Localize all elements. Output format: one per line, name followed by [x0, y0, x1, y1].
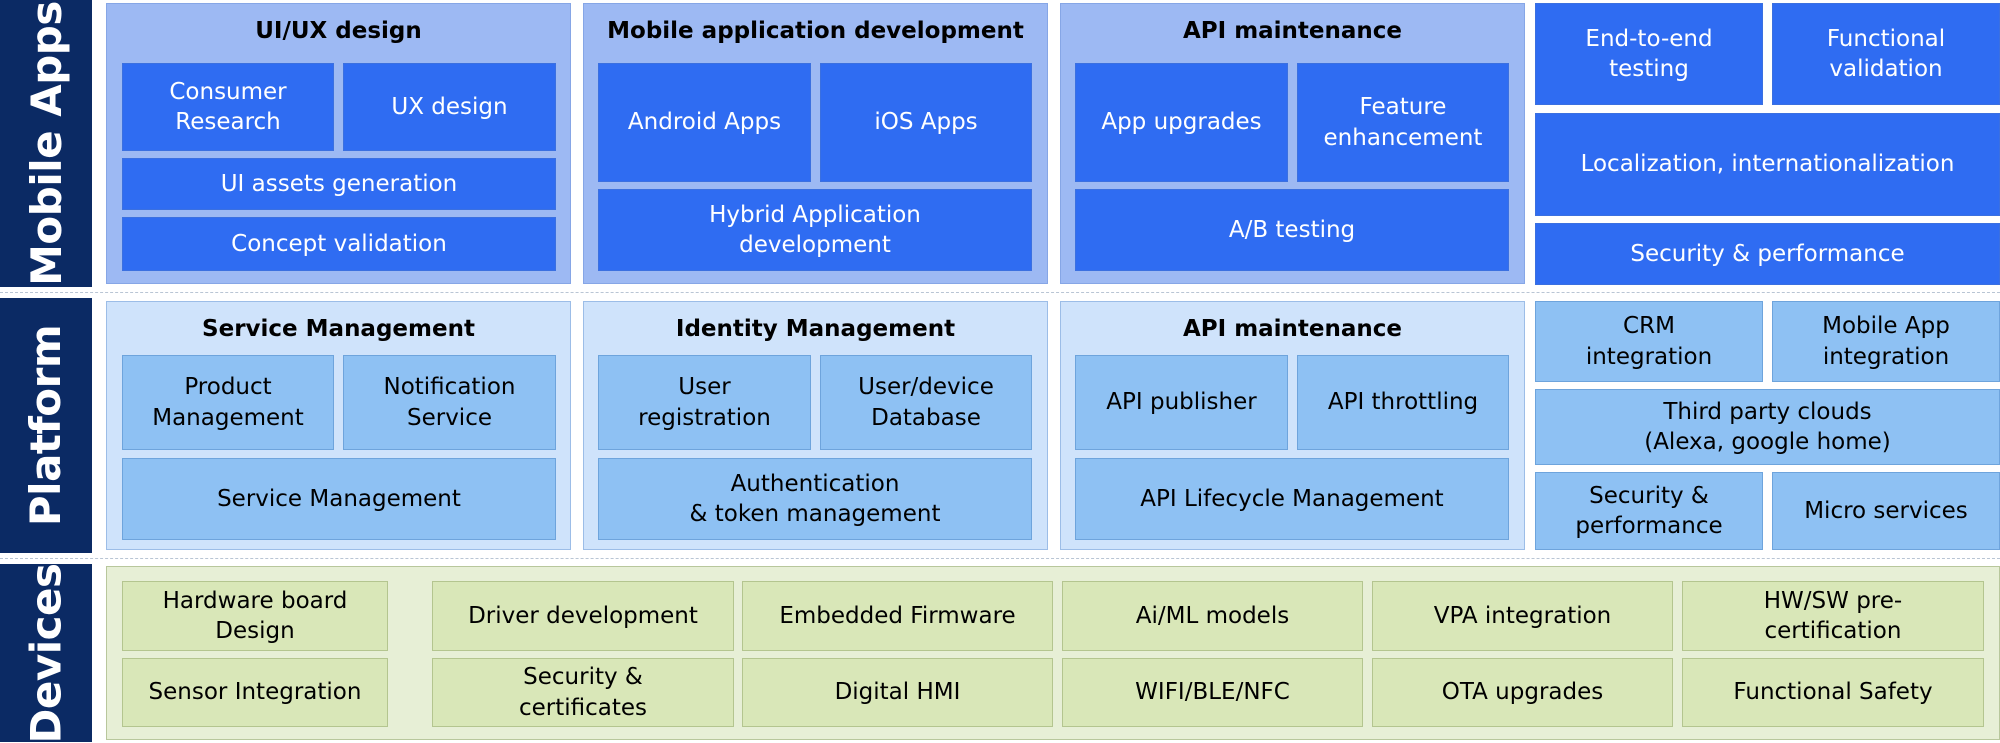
box-concept-validation: Concept validation — [122, 217, 556, 271]
box-wifi-ble-nfc: WIFI/BLE/NFC — [1062, 658, 1363, 727]
box-security-performance-apps: Security & performance — [1535, 223, 2000, 285]
box-app-upgrades: App upgrades — [1075, 63, 1288, 182]
box-ab-testing: A/B testing — [1075, 189, 1509, 271]
sidebar-label-platform: Platform — [21, 324, 71, 527]
panel-title: UI/UX design — [255, 18, 422, 44]
panel-title: API maintenance — [1182, 316, 1403, 342]
box-localization-internationalization: Localization, internationalization — [1535, 113, 2000, 216]
box-authentication-token-management: Authentication & token management — [598, 458, 1032, 540]
box-android-apps: Android Apps — [598, 63, 811, 182]
box-user-device-database: User/device Database — [820, 355, 1032, 450]
box-feature-enhancement: Feature enhancement — [1297, 63, 1509, 182]
box-notification-service: Notification Service — [343, 355, 556, 450]
sidebar-label-devices: Devices — [21, 562, 71, 743]
box-service-management: Service Management — [122, 458, 556, 540]
box-consumer-research: Consumer Research — [122, 63, 334, 151]
sidebar-devices: Devices — [0, 562, 92, 743]
box-sensor-integration: Sensor Integration — [122, 658, 388, 727]
panel-title: Mobile application development — [607, 18, 1024, 44]
box-functional-validation: Functional validation — [1772, 3, 2000, 105]
box-hw-sw-pre-certification: HW/SW pre- certification — [1682, 581, 1984, 651]
box-api-lifecycle-management: API Lifecycle Management — [1075, 458, 1509, 540]
box-driver-development: Driver development — [432, 581, 734, 651]
box-micro-services: Micro services — [1772, 472, 2000, 550]
box-ui-assets-generation: UI assets generation — [122, 158, 556, 210]
box-vpa-integration: VPA integration — [1372, 581, 1673, 651]
box-hybrid-app-development: Hybrid Application development — [598, 189, 1032, 271]
box-product-management: Product Management — [122, 355, 334, 450]
box-ota-upgrades: OTA upgrades — [1372, 658, 1673, 727]
sidebar-label-mobile-apps: Mobile Apps — [21, 1, 71, 286]
box-api-publisher: API publisher — [1075, 355, 1288, 450]
box-user-registration: User registration — [598, 355, 811, 450]
box-end-to-end-testing: End-to-end testing — [1535, 3, 1763, 105]
box-crm-integration: CRM integration — [1535, 301, 1763, 382]
box-api-throttling: API throttling — [1297, 355, 1509, 450]
box-security-performance-platform: Security & performance — [1535, 472, 1763, 550]
sidebar-platform: Platform — [0, 298, 92, 553]
box-third-party-clouds: Third party clouds (Alexa, google home) — [1535, 389, 2000, 465]
box-ai-ml-models: Ai/ML models — [1062, 581, 1363, 651]
box-digital-hmi: Digital HMI — [742, 658, 1053, 727]
box-ios-apps: iOS Apps — [820, 63, 1032, 182]
box-hardware-board-design: Hardware board Design — [122, 581, 388, 651]
panel-title: Identity Management — [675, 316, 956, 342]
panel-title: Service Management — [202, 316, 475, 342]
panel-title: API maintenance — [1182, 18, 1403, 44]
layer-separator — [0, 292, 2000, 293]
box-functional-safety: Functional Safety — [1682, 658, 1984, 727]
sidebar-mobile-apps: Mobile Apps — [0, 0, 92, 287]
box-ux-design: UX design — [343, 63, 556, 151]
box-mobile-app-integration: Mobile App integration — [1772, 301, 2000, 382]
box-embedded-firmware: Embedded Firmware — [742, 581, 1053, 651]
layer-separator — [0, 558, 2000, 559]
box-security-certificates: Security & certificates — [432, 658, 734, 727]
